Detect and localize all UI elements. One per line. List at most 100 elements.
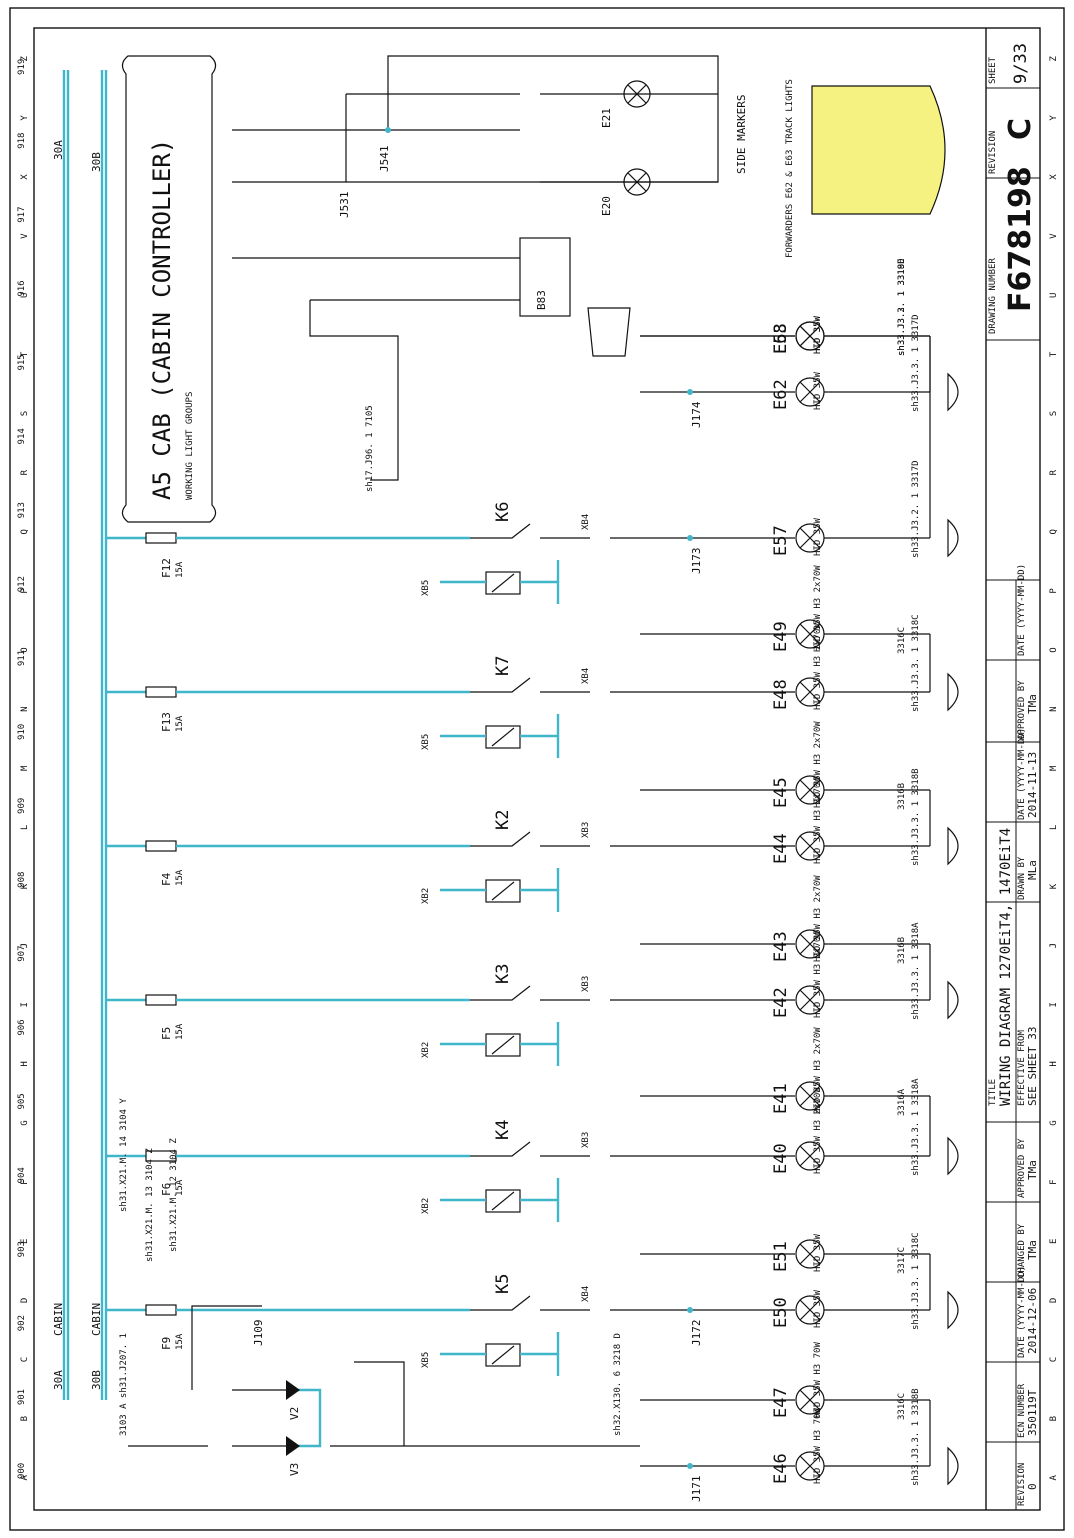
lamp-ref2-E47: 3316C bbox=[897, 1393, 907, 1420]
lamp-spec-E45: HID 35W H3 2x70W bbox=[813, 721, 823, 808]
changed-by-label: CHANGED BY bbox=[1017, 1223, 1027, 1278]
junction-j531-label: J531 bbox=[338, 192, 351, 219]
relay-coil-conn-K2: XB2 bbox=[421, 888, 431, 904]
ref-sh31-m12: sh31.X21.M. 12 3104 Z bbox=[169, 1138, 179, 1252]
border-col-left-F: F bbox=[20, 1179, 30, 1184]
change-date-label: DATE (YYYY-MM-DD) bbox=[1017, 1266, 1027, 1358]
sensor-b83: B83 bbox=[232, 237, 631, 481]
border-col-right-Q: Q bbox=[1049, 529, 1059, 534]
lamp-label-E41: E41 bbox=[771, 1083, 791, 1114]
bus-30b-top: 30B bbox=[90, 152, 103, 172]
drawing-title: WIRING DIAGRAM 1270EiT4, 1470EiT4 bbox=[998, 828, 1014, 1106]
track-lights-title: FORWARDERS E62 & E63 TRACK LIGHTS bbox=[785, 79, 795, 258]
border-col-right-X: X bbox=[1049, 174, 1059, 180]
lamp-label-E58: E58 bbox=[771, 323, 791, 354]
approved-by-label: APPROVED BY bbox=[1017, 680, 1027, 740]
border-col-right-J: J bbox=[1049, 943, 1059, 948]
junction-J174 bbox=[687, 389, 693, 395]
ref-sh32-x130: sh32.X130. 6 3218 D bbox=[613, 1333, 623, 1436]
date2-label: DATE (YYYY-MM-DD) bbox=[1017, 564, 1027, 656]
fuse-rating-F6: 15A bbox=[175, 1179, 185, 1196]
diode-v3 bbox=[286, 1436, 300, 1456]
bus-30b-bottom: 30B bbox=[90, 1370, 103, 1390]
lamp-spec-E40: HID 35W H3 2x70W bbox=[813, 1087, 823, 1174]
relay-label-K2: K2 bbox=[493, 810, 513, 830]
track-lights-figure: FORWARDERS E62 & E63 TRACK LIGHTS bbox=[785, 79, 946, 258]
border-col-left-I: I bbox=[20, 1002, 30, 1007]
inner-frame bbox=[33, 27, 1041, 1511]
lamp-spec-E42: HID 35W H3 2x70W bbox=[813, 931, 823, 1018]
bus-30a-top: 30A bbox=[52, 140, 65, 160]
lamp-spec-E58: HID 35W bbox=[813, 315, 823, 354]
border-col-right-F: F bbox=[1049, 1179, 1059, 1184]
border-col-right-O: O bbox=[1049, 647, 1059, 652]
border-row-labels: 9199189179169159149139129119109099089079… bbox=[17, 59, 27, 1479]
junction-J171 bbox=[687, 1463, 693, 1469]
lamp-ref1-E46: sh33.J3.3. 1 3318B bbox=[911, 1388, 921, 1486]
lamp-label-E40: E40 bbox=[771, 1143, 791, 1174]
border-col-left-O: O bbox=[20, 647, 30, 652]
lamp-ref1-E40: sh33.J3.3. 1 3318A bbox=[911, 1078, 921, 1176]
lamp-ref2-E63: sh33.J3.2. 1 3319E bbox=[897, 258, 907, 356]
lamp-ref2-E58: sh33.J3.3. 1 3318D bbox=[897, 258, 907, 356]
drawn-by-label: DRAWN BY bbox=[1017, 856, 1027, 900]
drawing-number: F678198 bbox=[1003, 166, 1038, 312]
border-col-left-S: S bbox=[20, 411, 30, 416]
side-markers-section: E21 E20 SIDE MARKERS J541 J531 bbox=[232, 55, 748, 219]
lamp-spec-E51: HID 35W bbox=[813, 1233, 823, 1272]
lamp-ref1-E57: sh33.J3.2. 1 3317D bbox=[911, 460, 921, 558]
light-symbol-icon bbox=[947, 372, 959, 412]
relay-out-conn-K4: XB3 bbox=[581, 1132, 591, 1148]
border-col-left-D: D bbox=[20, 1298, 30, 1303]
border-col-right-L: L bbox=[1049, 825, 1059, 830]
ref-sh17-j96: sh17.J96. 1 7105 bbox=[365, 405, 375, 492]
lamp-ref2-E51: 3317C bbox=[897, 1247, 907, 1274]
junction-label-J174: J174 bbox=[690, 401, 703, 428]
border-row-902: 902 bbox=[17, 1315, 27, 1331]
ref-sh31-m14: sh31.X21.M. 14 3104 Y bbox=[119, 1098, 129, 1212]
lamp-label-E47: E47 bbox=[771, 1387, 791, 1418]
lamp-label-E57: E57 bbox=[771, 525, 791, 556]
border-row-914: 914 bbox=[17, 428, 27, 444]
border-col-left-T: T bbox=[20, 351, 30, 357]
side-marker-lamp-e20 bbox=[623, 168, 651, 196]
border-row-907: 907 bbox=[17, 945, 27, 961]
light-symbol-icon bbox=[947, 826, 959, 866]
cabin-controller: A5 CAB (CABIN CONTROLLER) WORKING LIGHT … bbox=[121, 55, 217, 523]
border-col-left-Z: Z bbox=[20, 56, 30, 62]
border-col-left-J: J bbox=[20, 943, 30, 948]
fuse-F9 bbox=[145, 1304, 177, 1316]
lamp-label-E49: E49 bbox=[771, 621, 791, 652]
side-marker-lamp-e21 bbox=[623, 80, 651, 108]
fuse-F4 bbox=[145, 840, 177, 852]
relay-coil-conn-K6: XB5 bbox=[421, 580, 431, 596]
border-col-right-G: G bbox=[1049, 1120, 1059, 1125]
border-col-right-H: H bbox=[1049, 1061, 1059, 1066]
lamp-ref2-E43: 3316B bbox=[897, 937, 907, 964]
lamp-spec-E50: HID 35W bbox=[813, 1289, 823, 1328]
fuse-rating-F12: 15A bbox=[175, 561, 185, 578]
fuse-label-F9: F9 bbox=[160, 1337, 173, 1350]
border-col-left-H: H bbox=[20, 1061, 30, 1066]
border-row-911: 911 bbox=[17, 650, 27, 666]
junction-label-J172: J172 bbox=[690, 1320, 703, 1347]
border-row-906: 906 bbox=[17, 1019, 27, 1035]
junction-j541-label: J541 bbox=[378, 146, 391, 173]
border-col-right-Y: Y bbox=[1049, 115, 1059, 121]
diode-v2-label: V2 bbox=[288, 1407, 301, 1420]
relay-coil-conn-K7: XB5 bbox=[421, 734, 431, 750]
fuse-label-F5: F5 bbox=[160, 1027, 173, 1040]
lamp-label-E42: E42 bbox=[771, 987, 791, 1018]
border-col-left-A: A bbox=[20, 1474, 30, 1480]
lamp-ref1-E48: sh33.J3.3. 1 3318C bbox=[911, 614, 921, 712]
border-col-left-B: B bbox=[20, 1416, 30, 1421]
drawn-by-value: MLa bbox=[1026, 860, 1039, 880]
bus-30a-bottom: 30A bbox=[52, 1370, 65, 1390]
lamp-label-E51: E51 bbox=[771, 1241, 791, 1272]
